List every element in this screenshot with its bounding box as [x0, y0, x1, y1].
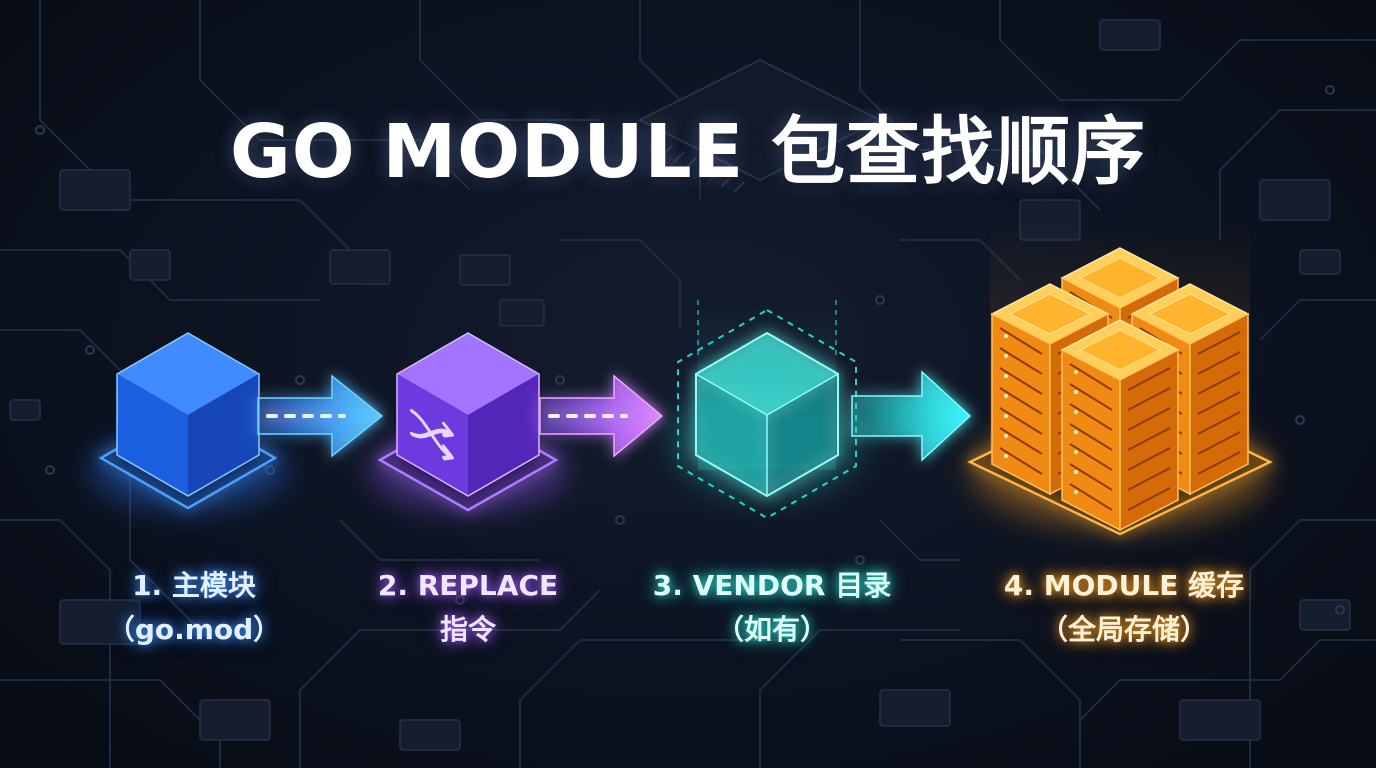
chip-pin: [721, 175, 733, 187]
step-1-module-cube: [88, 332, 288, 512]
via: [35, 125, 45, 135]
circuit-trace: [519, 639, 780, 768]
via: [615, 515, 625, 525]
page-title: GO MODULE 包查找顺序: [230, 109, 1146, 195]
via: [85, 345, 95, 355]
via: [1325, 85, 1335, 95]
circuit-trace: [639, 0, 701, 200]
step-1-subtitle: （go.mod）: [106, 613, 282, 646]
server-tower: [1060, 319, 1180, 532]
via: [295, 375, 305, 385]
via: [555, 375, 565, 385]
chip: [1099, 19, 1161, 51]
chip-pin: [649, 139, 661, 151]
server-rack-icon: [990, 247, 1250, 532]
circuit-trace: [339, 519, 540, 561]
chip: [129, 249, 171, 281]
circuit-trace: [859, 0, 1101, 211]
circuit-trace: [199, 0, 471, 191]
circuit-trace: [0, 519, 111, 768]
chip: [499, 299, 545, 327]
chip-pin: [697, 163, 709, 175]
step-1-title: 1. 主模块: [132, 569, 256, 602]
arrow-2-to-3: [539, 374, 664, 458]
chip-pin: [733, 181, 745, 193]
via: [45, 465, 55, 475]
chip: [459, 254, 511, 286]
via: [1335, 605, 1345, 615]
chip: [879, 689, 951, 727]
chip-pin: [673, 151, 685, 163]
via: [875, 295, 885, 305]
circuit-trace: [560, 239, 681, 330]
chip: [199, 699, 271, 741]
processor-chip: [637, 58, 883, 182]
step-2-subtitle: 指令: [439, 613, 496, 646]
transparent-cube-icon: [695, 331, 839, 498]
chip-pin: [661, 145, 673, 157]
step-3-title: 3. VENDOR 目录: [652, 569, 892, 602]
chip: [9, 399, 41, 421]
step-4-subtitle: （全局存储）: [1039, 613, 1208, 646]
shuffle-icon: [410, 408, 454, 461]
step-4-title: 4. MODULE 缓存: [1003, 569, 1245, 602]
circuit-trace: [999, 0, 1376, 101]
step-4-module-cache-servers: [967, 220, 1273, 536]
chip-pin: [709, 169, 721, 181]
chip-pin: [685, 157, 697, 169]
chip: [59, 169, 131, 211]
arrow-3-to-4: [851, 370, 972, 462]
circuit-trace: [1079, 639, 1376, 721]
step-2-replace-cube: [368, 332, 568, 512]
circuit-trace: [879, 519, 960, 561]
step-2-label: 2. REPLACE 指令: [318, 564, 618, 652]
circuit-trace: [299, 589, 601, 768]
circuit-trace: [1219, 109, 1376, 240]
via: [1295, 415, 1305, 425]
via: [455, 595, 465, 605]
step-3-label: 3. VENDOR 目录 （如有）: [622, 564, 922, 652]
via: [855, 555, 865, 565]
chip: [1299, 249, 1341, 275]
cube-icon: [116, 332, 260, 497]
circuit-trace: [759, 629, 960, 768]
chip: [329, 249, 391, 285]
circuit-trace: [1249, 519, 1376, 768]
step-1-label: 1. 主模块 （go.mod）: [44, 564, 344, 652]
circuit-trace: [1259, 299, 1376, 341]
chip: [399, 719, 461, 751]
step-2-title: 2. REPLACE: [377, 569, 559, 602]
step-3-vendor-cube: [672, 300, 862, 520]
step-4-label: 4. MODULE 缓存 （全局存储）: [974, 564, 1274, 652]
circuit-trace: [900, 639, 1081, 768]
step-3-subtitle: （如有）: [715, 613, 828, 646]
circuit-trace: [0, 679, 221, 768]
chip: [59, 599, 141, 645]
arrow-1-to-2: [257, 374, 384, 458]
circuit-trace: [419, 0, 600, 121]
chip: [1259, 179, 1331, 221]
chip: [1179, 699, 1261, 741]
